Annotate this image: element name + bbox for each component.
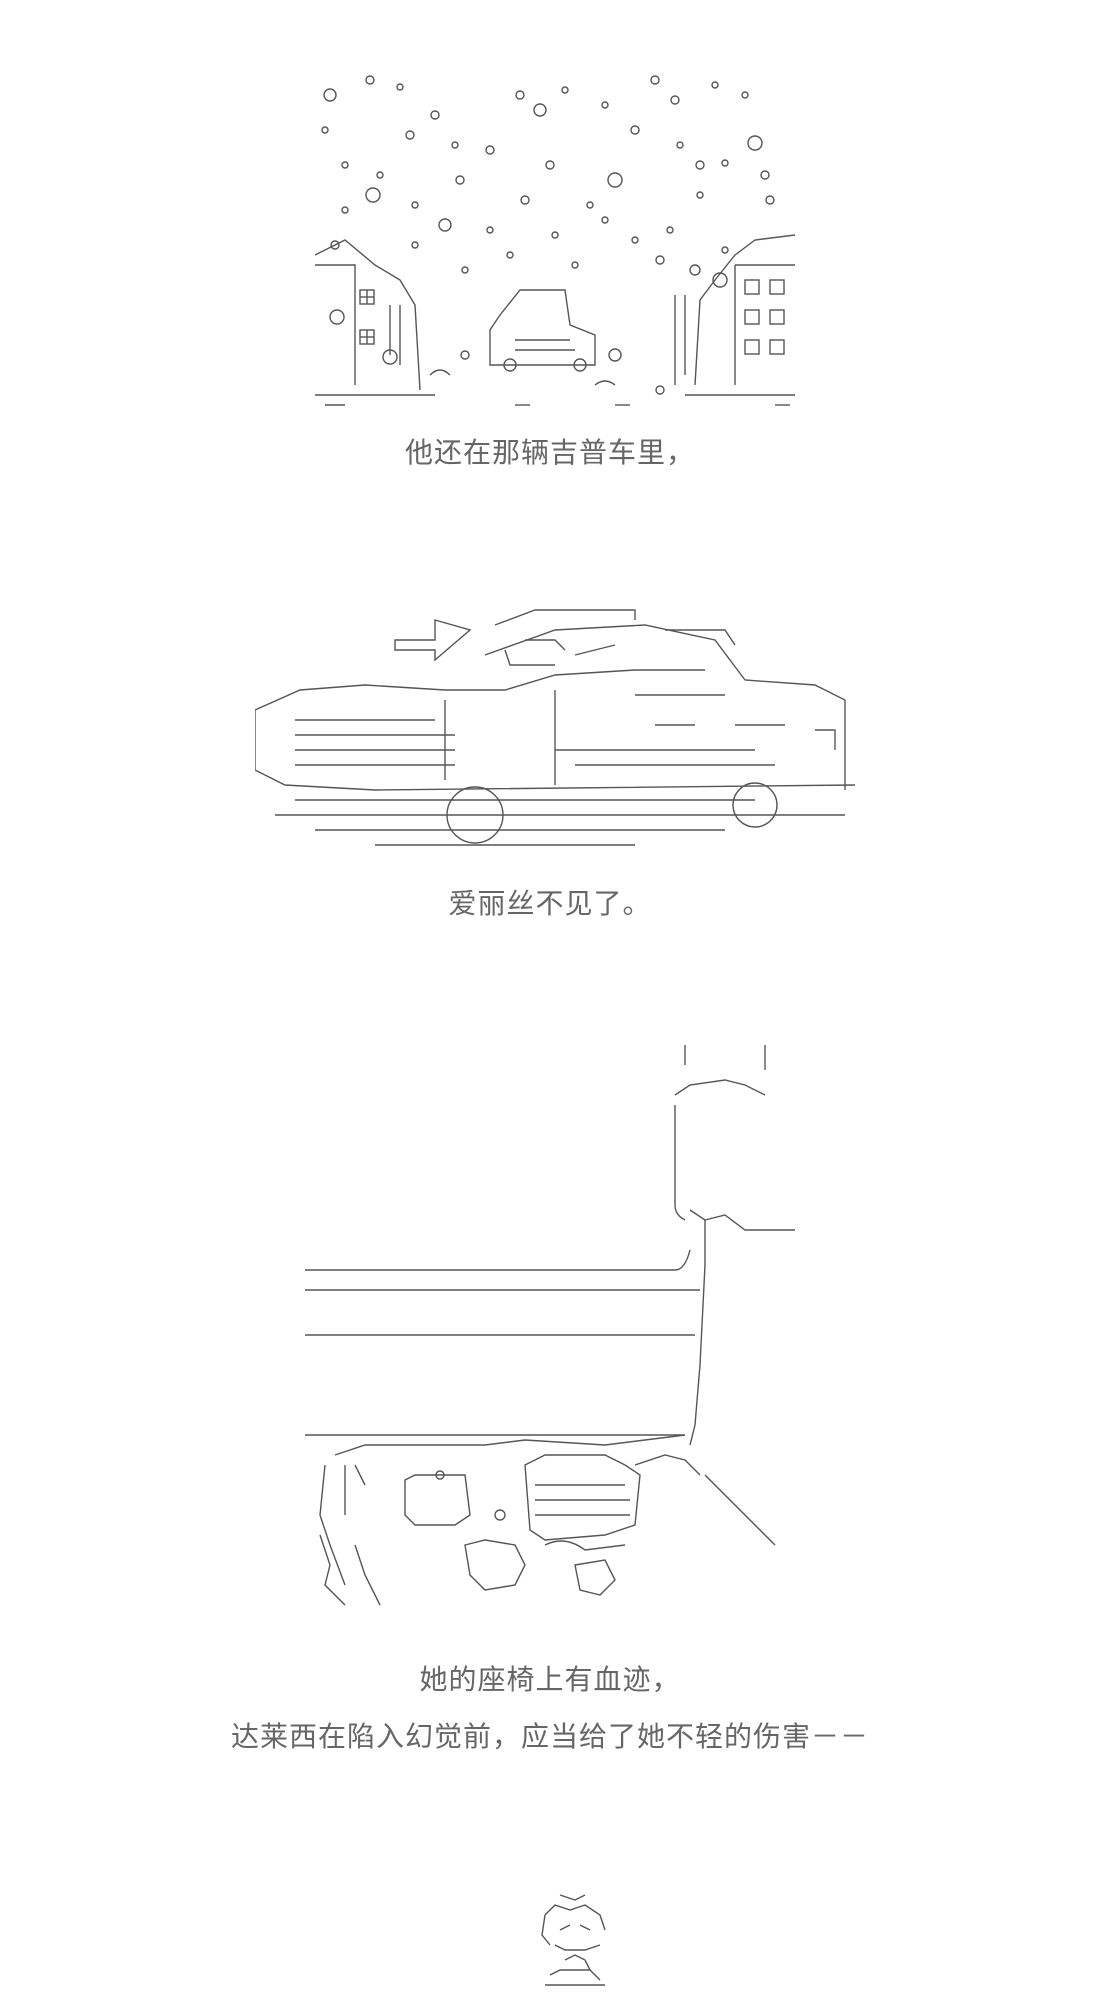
jeep-art-icon <box>255 600 855 855</box>
caption-blood: 她的座椅上有血迹， <box>419 1663 681 1696</box>
caption-jeep: 他还在那辆吉普车里， <box>404 436 695 469</box>
small-face-art-icon <box>530 1890 620 1990</box>
snowy-street-art-icon <box>315 65 795 410</box>
caption-alice-missing: 爱丽丝不见了。 <box>448 887 652 920</box>
caption-injury: 达莱西在陷入幻觉前，应当给了她不轻的伤害－－ <box>230 1720 869 1753</box>
blood-on-seat-art-icon <box>305 1045 795 1640</box>
